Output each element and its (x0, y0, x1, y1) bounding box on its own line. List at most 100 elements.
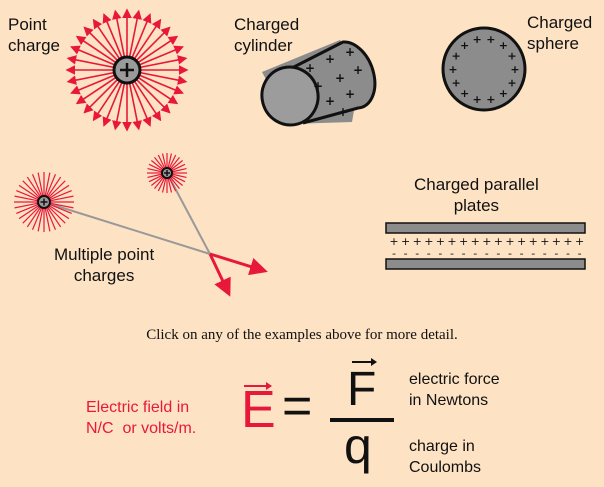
field-line (140, 55, 188, 69)
cylinder-end-face (260, 65, 320, 127)
field-line (31, 174, 43, 197)
point-charge-label[interactable]: Point charge (8, 15, 60, 55)
parallel-plates-label[interactable]: Charged parallel plates (414, 175, 539, 215)
svg-text:+: + (424, 235, 433, 248)
charge-symbol: q (344, 418, 372, 474)
svg-text:+: + (575, 235, 584, 248)
field-line (47, 205, 66, 224)
field-line (157, 177, 166, 192)
field-line (138, 35, 179, 63)
svg-text:+: + (472, 93, 481, 106)
svg-text:+: + (499, 87, 508, 100)
field-line (92, 81, 120, 122)
svg-text:-: - (496, 247, 500, 260)
field-line (47, 180, 66, 199)
field-line (136, 26, 171, 61)
field-line (83, 79, 118, 114)
svg-text:+: + (325, 94, 335, 108)
svg-text:+: + (313, 79, 323, 93)
svg-text:-: - (404, 247, 408, 260)
field-line (157, 154, 166, 169)
charged-cylinder-label[interactable]: Charged cylinder (234, 15, 300, 55)
point-charge-example[interactable] (65, 8, 189, 132)
svg-text:-: - (543, 247, 547, 260)
svg-text:+: + (413, 235, 422, 248)
force-units-label: electric force in Newtons (409, 371, 500, 409)
resultant-field-arrow-2 (208, 253, 231, 297)
svg-text:-: - (508, 247, 512, 260)
electric-field-units-label: Electric field in N/C or volts/m. (86, 399, 197, 437)
field-line (167, 177, 173, 193)
field-line (139, 74, 184, 95)
field-line (128, 9, 142, 57)
field-line (83, 26, 118, 61)
point-charge-field-lines (65, 8, 189, 132)
svg-text:+: + (448, 63, 457, 76)
field-line (161, 177, 167, 193)
field-line (75, 77, 116, 105)
charged-cylinder-example[interactable]: +++++++++ (255, 40, 377, 131)
field-line (70, 45, 115, 66)
field-line (26, 206, 42, 228)
multiple-point-charges-label[interactable]: Multiple point charges (54, 245, 155, 285)
field-line (18, 184, 40, 200)
svg-text:-: - (578, 247, 582, 260)
svg-text:+: + (482, 235, 491, 248)
field-line (171, 174, 186, 183)
field-line (26, 176, 42, 198)
svg-text:+: + (505, 235, 514, 248)
svg-text:+: + (460, 39, 469, 52)
svg-text:-: - (531, 247, 535, 260)
field-line (66, 71, 114, 85)
top-plate (385, 222, 586, 234)
field-line (170, 175, 184, 186)
field-line (37, 172, 44, 197)
field-line (147, 173, 163, 179)
svg-text:-: - (415, 247, 419, 260)
field-line (22, 205, 41, 224)
svg-text:+: + (494, 235, 503, 248)
svg-text:+: + (529, 235, 538, 248)
svg-text:+: + (486, 93, 495, 106)
field-line (169, 176, 180, 190)
svg-text:+: + (338, 105, 348, 119)
svg-text:+: + (305, 61, 315, 75)
fraction-bar (330, 418, 394, 422)
svg-text:+: + (345, 87, 355, 101)
field-line (49, 195, 74, 202)
field-line (128, 83, 142, 131)
svg-text:-: - (566, 247, 570, 260)
field-line (168, 154, 177, 169)
parallel-plates-example[interactable]: +-+-+-+-+-+-+-+-+-+-+-+-+-+-+-+-+- (385, 222, 586, 270)
bottom-plate (385, 258, 586, 270)
field-line (46, 206, 62, 228)
field-line (49, 189, 72, 201)
field-line (44, 207, 51, 232)
svg-text:-: - (438, 247, 442, 260)
equals-sign: = (282, 377, 313, 435)
svg-text:+: + (471, 235, 480, 248)
svg-text:+: + (486, 33, 495, 46)
svg-text:+: + (345, 45, 355, 59)
field-line (112, 9, 126, 57)
svg-text:+: + (507, 50, 516, 63)
field-line (14, 202, 39, 209)
svg-text:+: + (335, 71, 345, 85)
field-line (70, 74, 115, 95)
field-line (131, 82, 152, 127)
field-line (66, 55, 114, 69)
charged-sphere-label[interactable]: Charged sphere (527, 13, 593, 53)
svg-text:+: + (517, 235, 526, 248)
field-line (18, 204, 40, 220)
field-line (16, 189, 39, 201)
field-line (168, 177, 177, 192)
svg-text:-: - (427, 247, 431, 260)
sphere-body (441, 26, 527, 112)
charged-sphere-example[interactable]: ++++++++++++++ (441, 26, 527, 112)
svg-text:+: + (451, 76, 460, 89)
field-line (75, 35, 116, 63)
multiple-point-charges-example[interactable] (14, 153, 268, 297)
field-line (136, 79, 171, 114)
svg-text:+: + (540, 235, 549, 248)
